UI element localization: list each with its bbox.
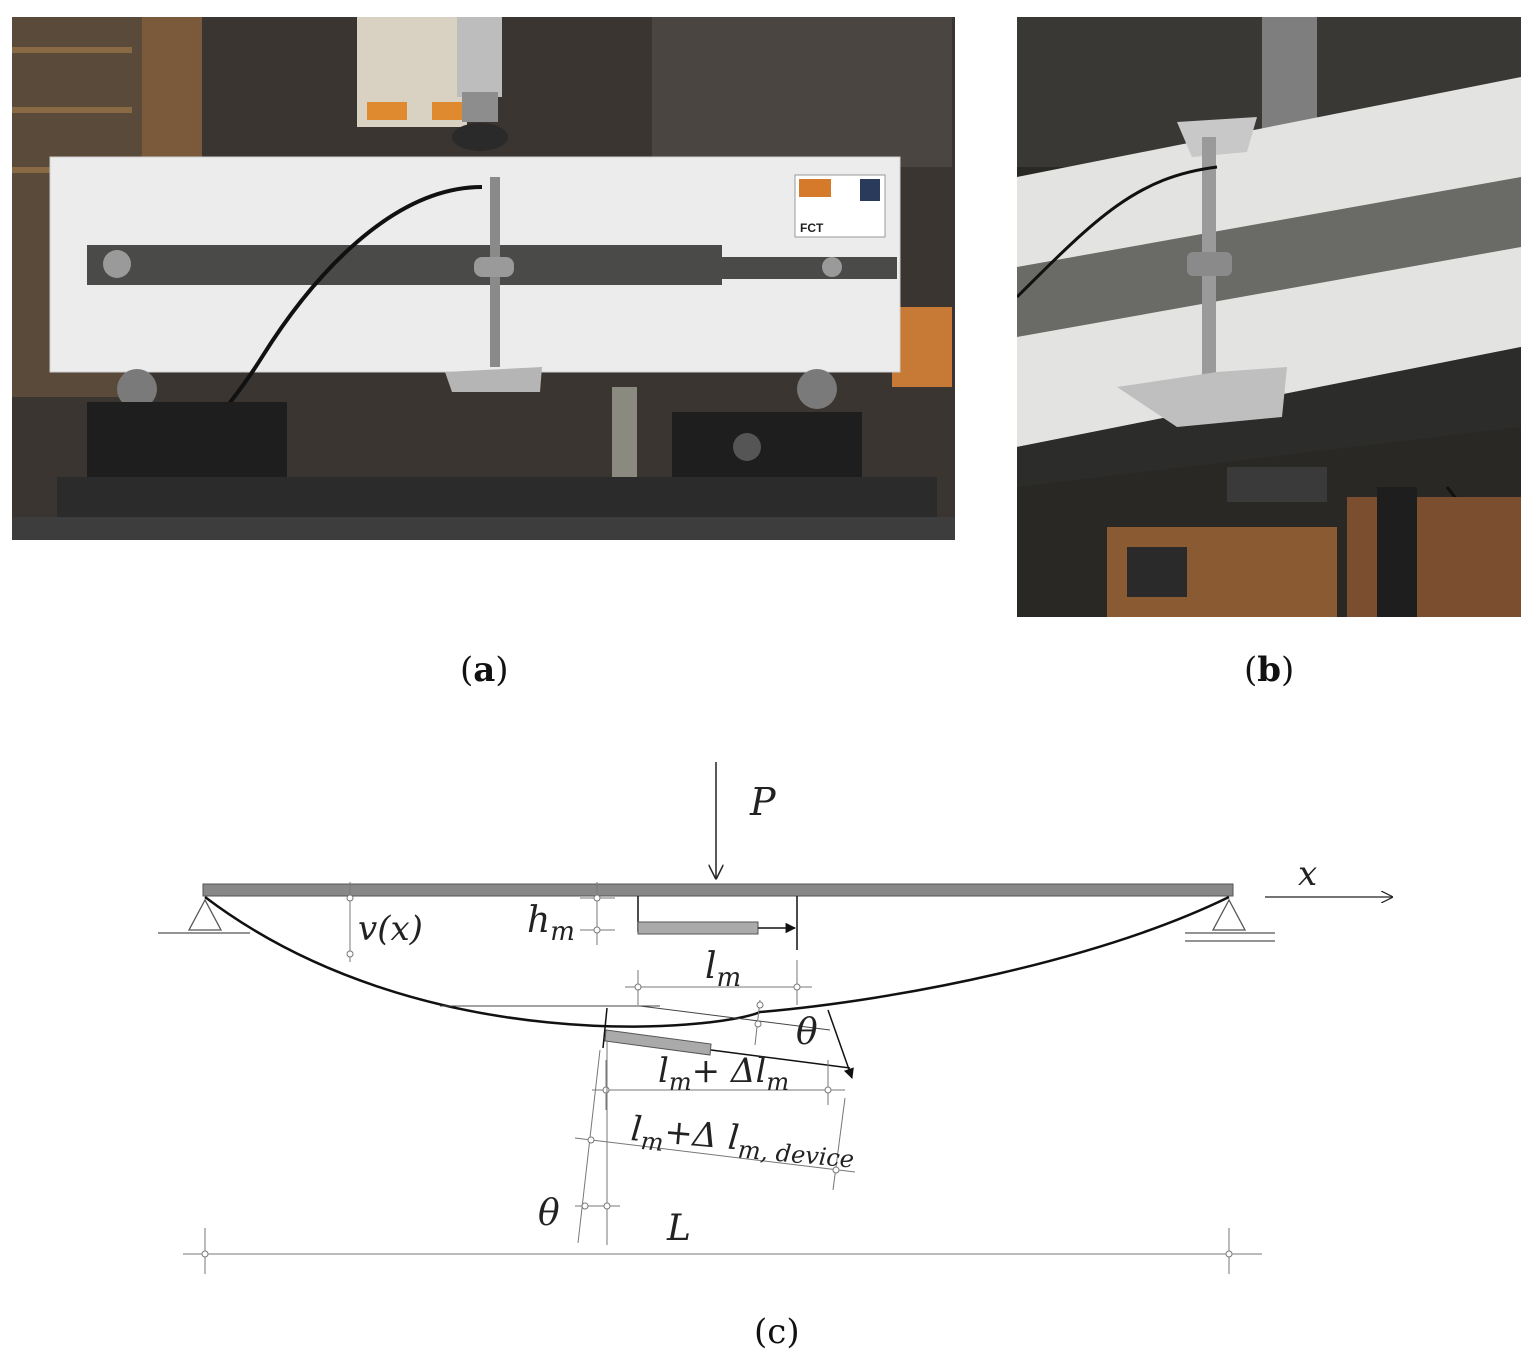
vx-dimension bbox=[346, 882, 354, 962]
load-label: P bbox=[749, 780, 777, 824]
span-dimension bbox=[183, 1228, 1262, 1274]
beam-deflection-diagram: P x v(x) hm bbox=[158, 762, 1534, 1274]
lm-label: lm bbox=[705, 946, 741, 993]
span-label: L bbox=[666, 1208, 691, 1249]
rotated-reference-line bbox=[639, 1005, 831, 1031]
hm-label: hm bbox=[527, 900, 575, 947]
beam bbox=[202, 883, 1234, 897]
theta-dimension-1 bbox=[754, 999, 764, 1046]
theta-dimension-2 bbox=[575, 1202, 620, 1210]
lm-plus-dlm-dimension bbox=[592, 1060, 845, 1110]
gauge-undeformed bbox=[637, 896, 798, 950]
hm-dimension bbox=[580, 882, 615, 945]
caption-a: (a) bbox=[460, 650, 509, 690]
lm-plus-dlm-label: lm+ Δlm bbox=[658, 1051, 789, 1096]
left-pin-support bbox=[158, 898, 250, 934]
caption-b: (b) bbox=[1244, 650, 1295, 690]
gauge-rotated bbox=[602, 1007, 854, 1079]
lm-dimension bbox=[625, 960, 812, 1005]
deflection-label: v(x) bbox=[358, 909, 423, 949]
caption-a-letter: a bbox=[473, 650, 496, 690]
caption-b-letter: b bbox=[1257, 650, 1282, 690]
theta-label-1: θ bbox=[796, 1012, 818, 1053]
theta-label-2: θ bbox=[538, 1193, 560, 1234]
photo-a-beam-test-setup: FCT bbox=[12, 17, 955, 540]
lm-plus-dlm-device-dimension bbox=[574, 1049, 856, 1244]
sticker-text: FCT bbox=[800, 221, 824, 235]
photo-b-device-closeup bbox=[1017, 17, 1521, 617]
right-roller-support bbox=[1185, 898, 1275, 942]
lm-plus-dlm-device-label: lm+Δ lm, device bbox=[629, 1109, 857, 1173]
deflection-curve bbox=[204, 895, 1230, 1028]
x-axis-label: x bbox=[1298, 854, 1317, 894]
caption-c-letter: c bbox=[767, 1312, 787, 1352]
caption-c: (c) bbox=[754, 1312, 800, 1352]
